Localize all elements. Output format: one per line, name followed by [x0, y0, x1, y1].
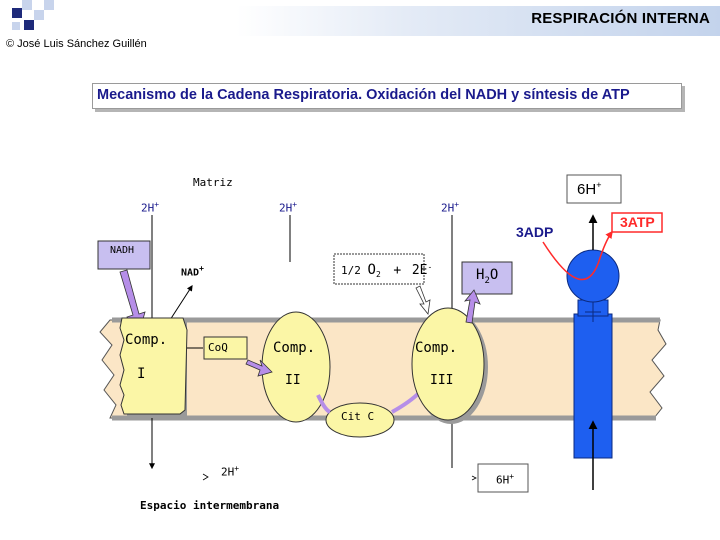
copyright-notice: © José Luis Sánchez Guillén: [6, 38, 147, 50]
atp-box: [611, 212, 663, 233]
atp-label: 3ATP: [620, 214, 655, 230]
complex-2-name: Comp.: [273, 340, 316, 356]
oxygen-reaction-box: [333, 253, 425, 285]
adp-label: 3ADP: [516, 224, 554, 240]
nadh-box: [97, 240, 151, 270]
oxygen-reaction-label: 1/2 O2 + 2E-: [341, 262, 433, 280]
matrix-label: Matriz: [193, 176, 233, 189]
header-decor-square: [12, 22, 20, 30]
diagram-title-box: Mecanismo de la Cadena Respiratoria. Oxi…: [92, 83, 682, 109]
header-decor-square: [12, 8, 22, 18]
proton-label-3: 2H+: [441, 200, 460, 215]
bottom-proton-label: 2H+: [221, 464, 240, 479]
bottom-pointer: [202, 473, 209, 481]
nad-arrow: [169, 284, 193, 321]
intermembrane-label: Espacio intermembrana: [140, 499, 280, 512]
bottom-pointer-2: [471, 475, 477, 481]
header-decor-square: [22, 0, 32, 10]
synthase-bottom-proton-box: [477, 463, 529, 493]
coq-complex2-arrow: [245, 359, 273, 377]
header-decor-square: [24, 20, 34, 30]
complex-3-number: III: [430, 373, 454, 388]
coq-label: CoQ: [208, 341, 228, 354]
header-gradient-bar: [236, 6, 720, 36]
synthase-top-protons: 6H+: [577, 180, 602, 198]
complex-2: [261, 311, 331, 423]
complex2-citc-arrow: [316, 394, 331, 414]
cit-c-ellipse: [325, 402, 395, 438]
adp-atp-arrow: [542, 230, 613, 281]
proton-label-2: 2H+: [279, 200, 298, 215]
oxygen-arrow: [415, 285, 431, 315]
synthase-top-proton-box: [566, 174, 622, 204]
cit-c-label: Cit C: [341, 410, 375, 423]
atp-synthase: [566, 249, 620, 459]
header-decor-square: [34, 10, 44, 20]
water-label: H2O: [476, 267, 499, 286]
complex-1-number: I: [137, 366, 146, 382]
water-arrow: [463, 289, 481, 324]
header-decor-square: [44, 0, 54, 10]
diagram-title: Mecanismo de la Cadena Respiratoria. Oxi…: [97, 87, 630, 103]
complex-1: [119, 317, 188, 418]
coq-box: [203, 336, 248, 360]
proton-label-1: 2H+: [141, 200, 160, 215]
nadh-label: NADH: [110, 245, 135, 256]
complex-1-name: Comp.: [125, 332, 168, 348]
nad-plus-label: NAD+: [181, 264, 204, 279]
water-box: [461, 261, 513, 295]
synthase-bottom-protons: 6H+: [496, 472, 515, 487]
complex-3: [411, 307, 485, 421]
page-title: RESPIRACIÓN INTERNA: [531, 10, 710, 27]
complex-2-number: II: [285, 373, 301, 388]
complex-3-name: Comp.: [415, 340, 458, 356]
